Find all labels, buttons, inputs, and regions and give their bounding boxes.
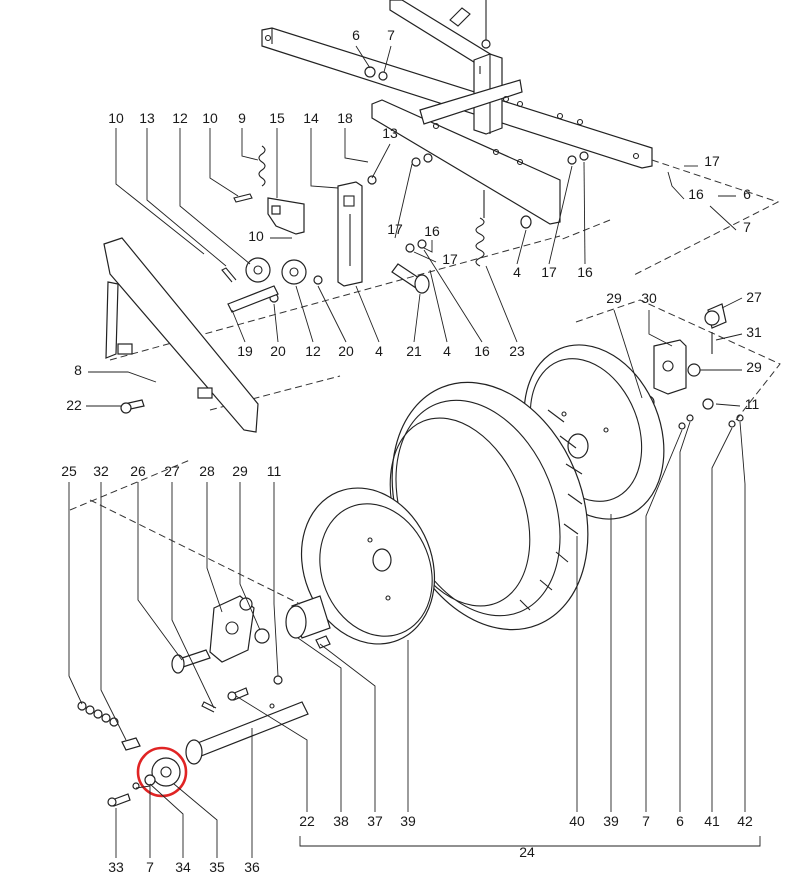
callout-c-15: 15 <box>269 110 285 126</box>
callout-c-28: 28 <box>199 463 215 479</box>
callout-c-41: 41 <box>704 813 720 829</box>
callout-c-6-top: 6 <box>352 27 360 43</box>
callout-c-24: 24 <box>519 844 535 860</box>
callout-c-11b: 11 <box>267 463 282 479</box>
callout-c-32: 32 <box>93 463 109 479</box>
leader-lines <box>68 45 761 858</box>
callout-c-10a: 10 <box>108 110 124 126</box>
callout-c-33: 33 <box>108 859 124 875</box>
callout-c-8: 8 <box>74 362 82 378</box>
callout-c-29c: 29 <box>232 463 248 479</box>
callout-c-7-top: 7 <box>387 27 395 43</box>
callout-c-21: 21 <box>406 343 422 359</box>
callout-c-16b: 16 <box>424 223 440 239</box>
callout-c-17c: 17 <box>442 251 458 267</box>
callout-c-36: 36 <box>244 859 260 875</box>
hub-axle-assembly <box>69 459 331 807</box>
callout-c-31: 31 <box>746 324 762 340</box>
callout-c-29b: 29 <box>746 359 762 375</box>
callout-c-17-r: 17 <box>704 153 720 169</box>
callout-c-37: 37 <box>367 813 383 829</box>
callout-c-40: 40 <box>569 813 585 829</box>
callout-c-22a: 22 <box>66 397 82 413</box>
callout-c-25: 25 <box>61 463 77 479</box>
callout-c-16d: 16 <box>474 343 490 359</box>
callout-c-4c: 4 <box>443 343 451 359</box>
callout-c-22b: 22 <box>299 813 315 829</box>
callout-c-6-r: 6 <box>743 186 751 202</box>
callout-c-29a: 29 <box>606 290 622 306</box>
highlight-circle-part-35 <box>136 746 188 798</box>
frame-assembly <box>261 0 780 277</box>
callout-c-34: 34 <box>175 859 191 875</box>
callout-c-35: 35 <box>209 859 225 875</box>
callout-c-7-b: 7 <box>642 813 650 829</box>
callout-c-11a: 11 <box>745 396 760 412</box>
callout-c-18: 18 <box>337 110 353 126</box>
callout-c-20a: 20 <box>270 343 286 359</box>
callout-c-17d: 17 <box>541 264 557 280</box>
callout-c-39b: 39 <box>603 813 619 829</box>
gauge-wheel-lift-mechanism <box>109 145 589 411</box>
callout-c-4a: 4 <box>513 264 521 280</box>
callout-c-19: 19 <box>237 343 253 359</box>
callout-c-6-b: 6 <box>676 813 684 829</box>
callout-c-17b: 17 <box>387 221 403 237</box>
callout-c-26: 26 <box>130 463 146 479</box>
callout-c-23: 23 <box>509 343 525 359</box>
callout-c-10c: 10 <box>248 228 264 244</box>
axle-bracket-right <box>575 299 781 430</box>
callout-c-27a: 27 <box>746 289 762 305</box>
callout-c-13a: 13 <box>139 110 155 126</box>
callout-c-4b: 4 <box>375 343 383 359</box>
drive-chain <box>77 701 119 727</box>
callout-c-7-bl: 7 <box>146 859 154 875</box>
callout-c-14: 14 <box>303 110 319 126</box>
callout-c-9: 9 <box>238 110 246 126</box>
callout-c-39a: 39 <box>400 813 416 829</box>
wheel-disc-left <box>300 487 436 645</box>
callout-c-10b: 10 <box>202 110 218 126</box>
callout-c-38: 38 <box>333 813 349 829</box>
scraper-shield <box>103 237 259 433</box>
callout-c-20b: 20 <box>338 343 354 359</box>
callout-c-16c: 16 <box>577 264 593 280</box>
callout-c-12b: 12 <box>305 343 321 359</box>
callout-c-12a: 12 <box>172 110 188 126</box>
callout-c-16-r: 16 <box>688 186 704 202</box>
callout-c-13b: 13 <box>382 125 398 141</box>
callout-c-42: 42 <box>737 813 753 829</box>
callout-c-27b: 27 <box>164 463 180 479</box>
callout-c-30: 30 <box>641 290 657 306</box>
callout-c-7-r: 7 <box>743 219 751 235</box>
